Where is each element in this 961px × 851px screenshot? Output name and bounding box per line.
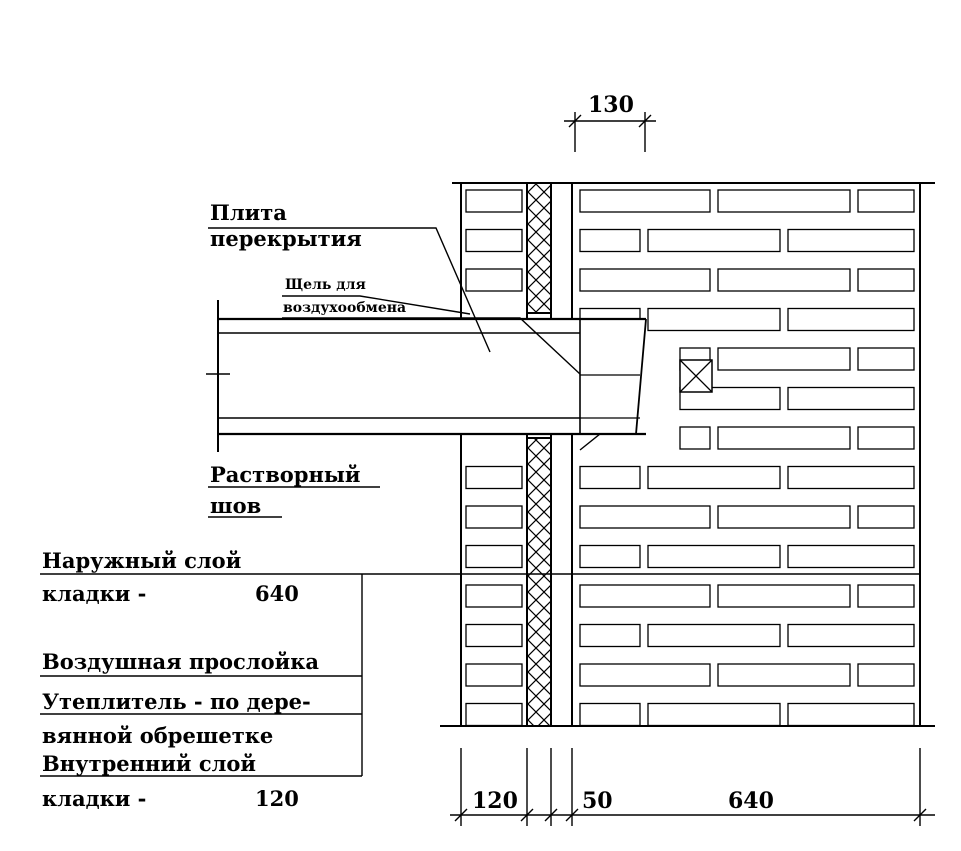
brick (857, 505, 915, 529)
brick (579, 505, 711, 529)
label-outer-layer-line1: Наружный слой (42, 548, 241, 573)
brick (579, 584, 711, 608)
outer-masonry-wythe (571, 182, 921, 727)
label-inner-layer-line2: кладки - (42, 786, 146, 811)
brick (857, 663, 915, 687)
brick (857, 584, 915, 608)
brick (717, 426, 851, 450)
brick (787, 307, 915, 332)
dimension-inner-120: 120 (472, 788, 518, 814)
brick (647, 544, 781, 569)
brick (717, 347, 851, 371)
brick (465, 228, 523, 253)
label-gap-line1: Щель для (285, 277, 366, 293)
label-inner-layer-line1: Внутренний слой (42, 751, 256, 776)
label-outer-layer-line2: кладки - (42, 581, 146, 606)
leader-lines (40, 227, 920, 777)
brick (465, 268, 523, 292)
brick (579, 228, 641, 253)
label-insulation-line2: вянной обрешетке (42, 723, 273, 748)
brick (679, 386, 781, 411)
brick (579, 544, 641, 569)
brick (579, 663, 711, 687)
brick (857, 426, 915, 450)
brick (465, 544, 523, 569)
label-mortar-line2: шов (210, 493, 261, 518)
brick (787, 386, 915, 411)
label-slab-line1: Плита (210, 200, 287, 225)
brick (679, 426, 711, 450)
brick (717, 663, 851, 687)
label-inner-layer-value: 120 (255, 786, 299, 811)
label-slab-line2: перекрытия (210, 226, 362, 251)
brick (787, 465, 915, 490)
brick (717, 189, 851, 213)
label-air-gap: Воздушная прослойка (42, 649, 319, 674)
brick (647, 307, 781, 332)
dimension-gap-50: 50 (582, 788, 613, 814)
brick (787, 228, 915, 253)
brick (579, 189, 711, 213)
brick (465, 189, 523, 213)
brick (787, 623, 915, 648)
brick (717, 505, 851, 529)
brick (717, 584, 851, 608)
brick (647, 465, 781, 490)
brick (465, 584, 523, 608)
brick (647, 228, 781, 253)
label-mortar-line1: Растворный (210, 462, 360, 487)
brick (717, 268, 851, 292)
label-insulation-line1: Утеплитель - по дере- (42, 689, 311, 714)
brick (465, 465, 523, 490)
bottom-dimension (450, 748, 935, 826)
brick (465, 505, 523, 529)
brick (647, 623, 781, 648)
dimension-outer-640: 640 (728, 788, 774, 814)
floor-slab (206, 300, 647, 452)
label-gap-line2: воздухообмена (283, 300, 406, 316)
brick (579, 623, 641, 648)
top-dimension (564, 112, 656, 152)
inner-masonry-wythe (460, 182, 528, 727)
brick (579, 268, 711, 292)
brick (787, 544, 915, 569)
dimension-top-130: 130 (588, 92, 634, 118)
label-outer-layer-value: 640 (255, 581, 299, 606)
brick (465, 663, 523, 687)
brick (857, 189, 915, 213)
brick (857, 347, 915, 371)
brick (857, 268, 915, 292)
brick (465, 623, 523, 648)
air-gap (550, 183, 573, 726)
brick (579, 465, 641, 490)
